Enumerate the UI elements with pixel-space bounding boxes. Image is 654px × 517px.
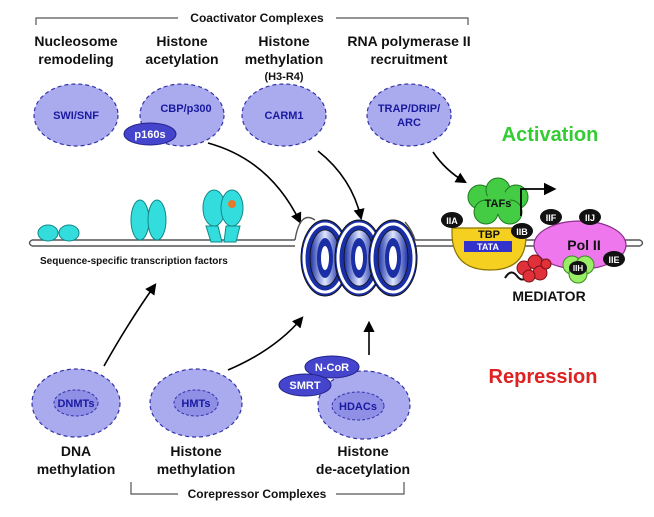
label-acetylation-1: Histone: [156, 33, 208, 49]
label-deacetyl-2: de-acetylation: [316, 461, 410, 477]
iia-label: IIA: [446, 216, 458, 226]
iib-label: IIB: [516, 227, 528, 237]
mediator-cluster: [504, 254, 552, 283]
coactivator-title: Coactivator Complexes: [190, 11, 324, 25]
nucleosome-array: [294, 216, 418, 297]
carm1-oval: [241, 83, 327, 147]
label-nucleosome-1: Nucleosome: [34, 33, 117, 49]
iib-oval: [511, 223, 533, 239]
transcription-start-arrow: [520, 182, 557, 216]
repression-label: Repression: [489, 366, 598, 388]
trap-label-2: ARC: [397, 117, 421, 129]
arrow-trap-to-complex: [432, 151, 467, 184]
cbp-label: CBP/p300: [160, 103, 211, 115]
label-nucleosome-2: remodeling: [38, 51, 113, 67]
ligand-dot: [228, 200, 236, 208]
ncor-label: N-CoR: [315, 362, 349, 374]
coactivator-bracket: Coactivator Complexes: [35, 11, 469, 25]
label-dna-2: methylation: [37, 461, 116, 477]
label-acetylation-2: acetylation: [145, 51, 218, 67]
ncor-oval: [304, 355, 360, 379]
label-deacetyl-1: Histone: [337, 443, 389, 459]
activation-label: Activation: [502, 124, 599, 146]
p160-label: p160s: [134, 129, 165, 141]
nucleosome-1: [300, 219, 350, 297]
tf-label: Sequence-specific transcription factors: [40, 256, 228, 267]
iij-oval: [579, 209, 601, 225]
iia-oval: [441, 212, 463, 228]
arrow-carm1-to-nucleosome: [317, 150, 365, 221]
pol2-label: Pol II: [567, 237, 600, 253]
label-histone-meth-2: methylation: [157, 461, 236, 477]
carm1-label: CARM1: [264, 110, 303, 122]
arrow-dnmts-to-tf: [103, 283, 157, 367]
tata-box: [464, 241, 512, 252]
arrow-cbp-to-nucleosome: [207, 142, 302, 225]
corepressor-arrows: [103, 283, 375, 371]
tafs-cluster: [467, 177, 529, 225]
dnmts-inner: [53, 389, 99, 417]
dnmts-label: DNMTs: [57, 398, 94, 410]
transcription-factors: [37, 189, 244, 243]
tata-label: TATA: [477, 242, 499, 252]
label-polymerase-2: recruitment: [370, 51, 447, 67]
label-histone-meth-1: Histone: [170, 443, 222, 459]
label-methylation-1: Histone: [258, 33, 310, 49]
tf-dimer-2: [147, 199, 167, 241]
tf-monomer-2: [58, 224, 80, 242]
corepressor-title: Corepressor Complexes: [188, 487, 327, 501]
iie-label: IIE: [608, 255, 619, 265]
iif-label: IIF: [546, 213, 557, 223]
iih-label: IIH: [573, 264, 583, 273]
bottom-category-labels: DNA methylation Histone methylation Hist…: [37, 443, 410, 477]
iif-oval: [540, 209, 562, 225]
corepressor-ovals: DNMTs HMTs HDACs N-CoR SMRT: [31, 355, 411, 440]
iih-oval: [569, 261, 587, 275]
arrow-hmts-to-nucleosome: [227, 316, 304, 371]
preinitiation-complex: TAFs TBP TATA IIA IIB Pol II IIF IIJ IIE: [441, 177, 627, 304]
label-methylation-2: methylation: [245, 51, 324, 67]
iij-label: IIJ: [585, 213, 595, 223]
top-category-labels: Nucleosome remodeling Histone acetylatio…: [34, 33, 470, 83]
coactivator-arrows: [207, 142, 467, 225]
trap-oval: [366, 83, 452, 147]
p160-oval: [123, 122, 177, 146]
coactivator-ovals: SWI/SNF CBP/p300 p160s CARM1 TRAP/DRIP/ …: [33, 83, 452, 147]
smrt-oval: [278, 373, 332, 397]
mediator-label: MEDIATOR: [512, 288, 585, 304]
tf-bound-complex: [202, 189, 244, 243]
hmts-inner: [173, 389, 219, 417]
tbp-label: TBP: [478, 229, 500, 241]
swi-snf-oval: [33, 83, 119, 147]
tf-monomer-1: [37, 224, 59, 242]
smrt-label: SMRT: [289, 380, 320, 392]
hmts-label: HMTs: [181, 398, 210, 410]
swi-snf-label: SWI/SNF: [53, 110, 99, 122]
label-polymerase-1: RNA polymerase II: [347, 33, 470, 49]
iie-oval: [603, 251, 625, 267]
hdacs-label: HDACs: [339, 401, 377, 413]
hdacs-inner: [331, 391, 385, 421]
nucleosome-2: [334, 219, 384, 297]
label-dna-1: DNA: [61, 443, 91, 459]
trap-label-1: TRAP/DRIP/: [378, 103, 440, 115]
nucleosome-3: [368, 219, 418, 297]
dna-strand: [28, 239, 644, 247]
tafs-label: TAFs: [485, 198, 512, 210]
tf-dimer-1: [130, 199, 150, 241]
corepressor-bracket: Corepressor Complexes: [130, 482, 405, 501]
label-methylation-sub: (H3-R4): [264, 71, 303, 83]
